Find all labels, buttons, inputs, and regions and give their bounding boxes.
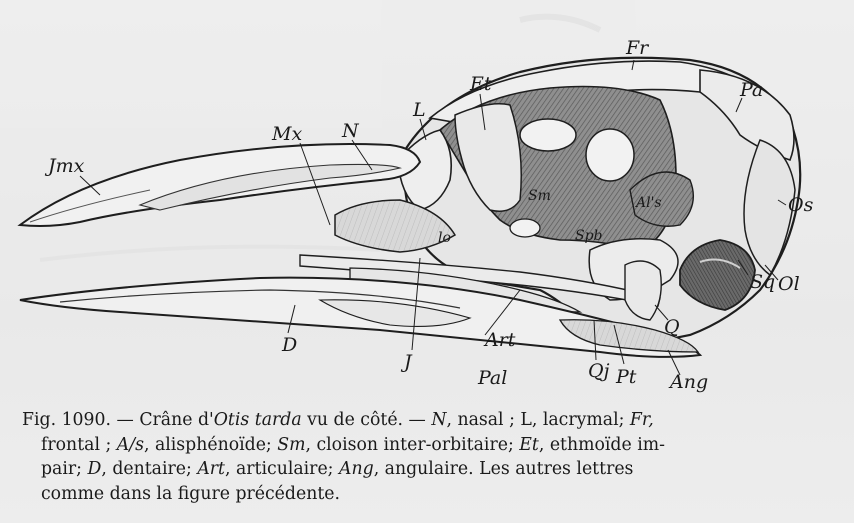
caption-line-2: frontal ; A/s, alisphénoïde; Sm, cloison… — [22, 433, 837, 458]
label-pal: Pal — [477, 367, 507, 389]
abbr-d: D — [87, 459, 101, 479]
label-n: N — [341, 120, 360, 142]
abbr-als: A/s — [117, 435, 144, 455]
caption-text: frontal ; — [41, 435, 117, 455]
fenestra-3 — [510, 219, 540, 237]
label-pa: Pa — [739, 79, 763, 101]
caption-line-4: comme dans la figure précédente. — [22, 482, 837, 507]
skull-illustration: Fr Pa Et L N Mx Jmx Sm Al's Os lo Spb Ol… — [0, 0, 854, 410]
abbr-fr: Fr, — [630, 410, 654, 430]
label-sq: Sq — [750, 271, 775, 293]
label-ol: Ol — [778, 273, 800, 295]
caption-text: — Crâne d' — [111, 410, 214, 430]
label-os: Os — [788, 194, 814, 216]
fenestra-2 — [586, 129, 634, 181]
caption-line-1: Fig. 1090. — Crâne d'Otis tarda vu de cô… — [22, 408, 837, 433]
abbr-n: N — [431, 410, 446, 430]
caption-text: , ethmoïde im- — [539, 435, 665, 455]
label-lo: lo — [438, 230, 451, 246]
figure-number: Fig. 1090. — [22, 410, 111, 430]
species-name: Otis tarda — [214, 410, 302, 430]
caption-text: , angulaire. Les autres lettres — [374, 459, 634, 479]
label-mx: Mx — [271, 123, 302, 145]
label-sm: Sm — [528, 188, 551, 204]
caption-text: , alisphénoïde; — [144, 435, 277, 455]
label-ang: Ang — [668, 371, 708, 393]
caption-text: pair; — [41, 459, 87, 479]
label-d: D — [281, 334, 297, 356]
label-qj: Qj — [588, 360, 610, 382]
caption-text: , dentaire; — [101, 459, 197, 479]
caption-text: , nasal ; L, lacrymal; — [446, 410, 629, 430]
caption-text: vu de côté. — — [302, 410, 432, 430]
label-als: Al's — [634, 195, 662, 211]
caption-text: , articulaire; — [225, 459, 339, 479]
figure-caption: Fig. 1090. — Crâne d'Otis tarda vu de cô… — [22, 408, 837, 506]
label-spb: Spb — [575, 228, 603, 244]
abbr-et: Et — [519, 435, 539, 455]
label-jmx: Jmx — [44, 155, 85, 177]
label-art: Art — [483, 329, 516, 351]
caption-text: , cloison inter-orbitaire; — [305, 435, 519, 455]
abbr-art: Art — [197, 459, 225, 479]
label-pt: Pt — [615, 366, 637, 388]
fenestra-1 — [520, 119, 576, 151]
label-l: L — [412, 99, 426, 121]
label-q: Q — [664, 316, 680, 338]
abbr-ang: Ang — [339, 459, 374, 479]
label-fr: Fr — [625, 37, 650, 59]
abbr-sm: Sm — [277, 435, 305, 455]
label-et: Et — [469, 73, 492, 95]
caption-text: comme dans la figure précédente. — [41, 484, 340, 504]
caption-line-3: pair; D, dentaire; Art, articulaire; Ang… — [22, 457, 837, 482]
